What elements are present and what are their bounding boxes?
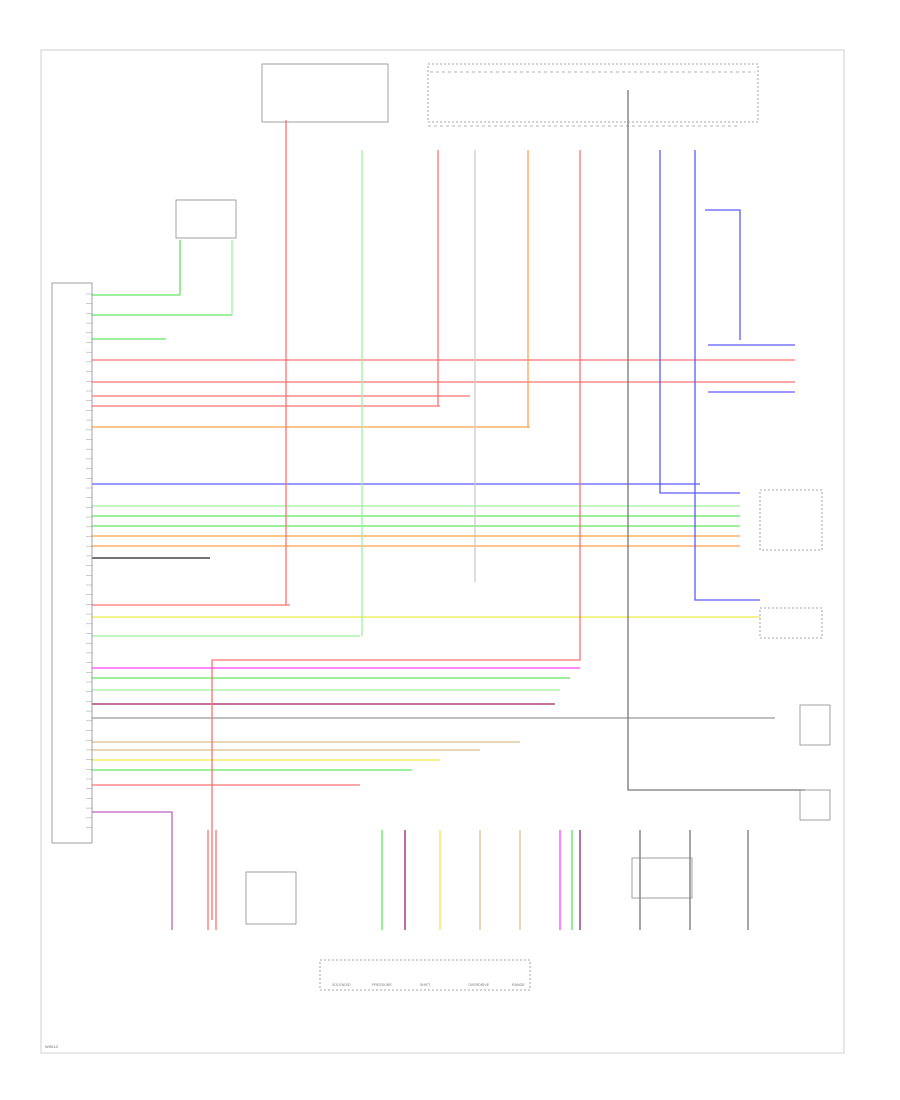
brake-switch-box bbox=[759, 607, 823, 639]
bottom-label-4: OVERDRIVE bbox=[468, 983, 490, 987]
components-layer bbox=[51, 63, 831, 991]
red-loop bbox=[211, 150, 581, 920]
footer-code: W0013 bbox=[45, 1044, 58, 1049]
ect-sensor-box bbox=[175, 199, 237, 239]
fuse-block-left bbox=[261, 63, 389, 123]
overdrive-switch-box bbox=[759, 489, 823, 551]
blue-feed-2 bbox=[694, 150, 760, 601]
bottom-label-5: RANGE bbox=[512, 983, 525, 987]
turbine-sensor-box bbox=[245, 871, 297, 925]
fuse-block-right bbox=[427, 63, 759, 123]
pcm-connector bbox=[51, 282, 93, 844]
blue-feed bbox=[659, 150, 740, 494]
range-switch-box bbox=[799, 704, 831, 746]
gray-return bbox=[627, 90, 805, 791]
diagram-border bbox=[40, 49, 845, 1054]
solenoid-pack-box bbox=[319, 959, 531, 991]
blue-loop bbox=[705, 209, 741, 340]
wires-layer bbox=[86, 71, 805, 930]
violet-wire bbox=[92, 811, 173, 830]
speed-sensor-box bbox=[631, 857, 693, 899]
bottom-label-2: PRESSURE bbox=[372, 983, 392, 987]
bottom-label-1: SOLENOID bbox=[332, 983, 351, 987]
bottom-label-3: SHIFT bbox=[420, 983, 431, 987]
kickdown-switch-box bbox=[799, 789, 831, 821]
labels-layer: SOLENOID PRESSURE SHIFT OVERDRIVE RANGE bbox=[332, 983, 525, 987]
